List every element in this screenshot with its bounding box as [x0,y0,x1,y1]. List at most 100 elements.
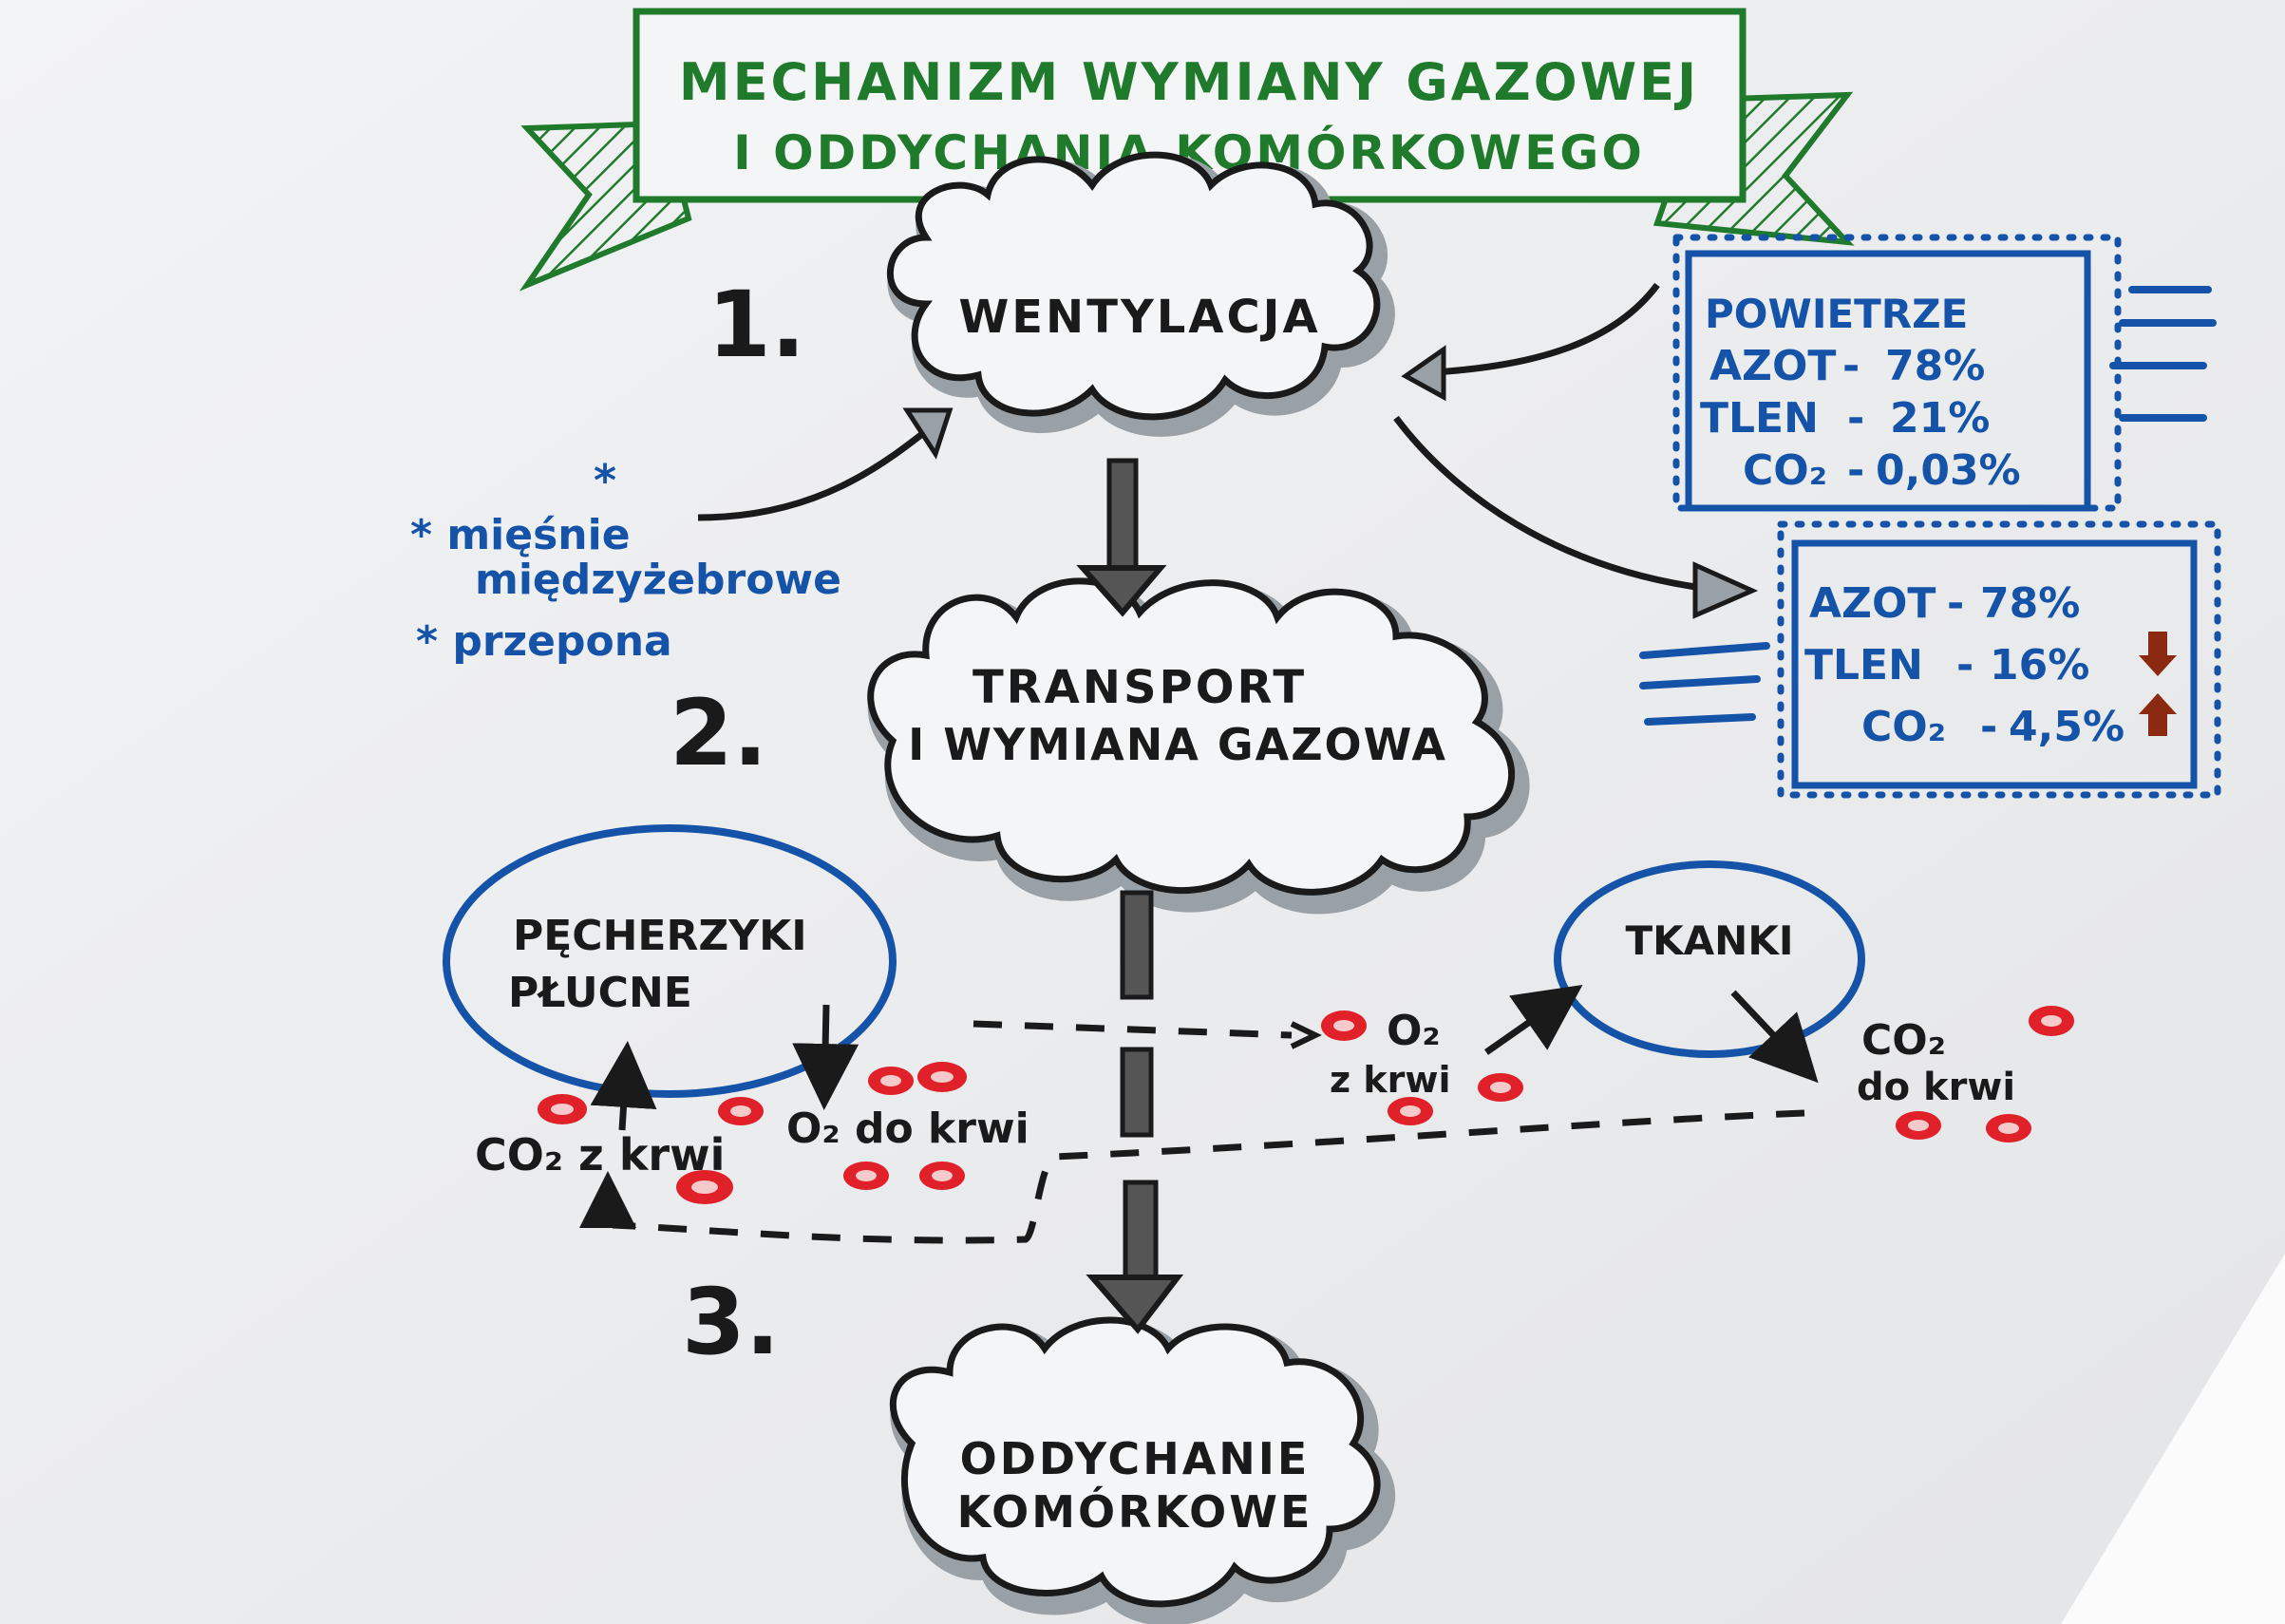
exhaled-air-frame [1791,539,2198,789]
inhaled-air-heading: POWIETRZE [1705,291,1968,337]
o2-to-tissues-arrow [1483,984,1583,1055]
ventilation-to-exhaled-arrow-head [1692,561,1759,619]
alveoli-circle [443,824,897,1098]
blood-cell-icon [1896,1111,1941,1140]
flow-arrow-2-3-segment-b [1120,1047,1154,1138]
inhaled-air-value-co2: 0,03% [1876,446,2021,495]
cloud-oddychanie-label-2: KOMÓRKOWE [957,1486,1313,1538]
cloud-wentylacja: WENTYLACJA [887,151,1395,437]
o2-dashed-line [973,1020,1293,1039]
inhaled-air-dotted-frame [1672,234,2122,512]
cloud-transport-outline [867,577,1515,896]
inhaled-air-box: POWIETRZE AZOT - 78% TLEN - 21% CO₂ - 0,… [1401,234,2217,512]
tissues-circle [1554,860,1865,1058]
cloud-oddychanie-outline [889,1316,1381,1608]
inhaled-air-label-oxygen: TLEN [1700,394,1819,443]
muscles-arrow-head [902,407,954,460]
inhaled-air-frame [1685,250,2091,512]
flow-arrow-2-3 [1086,890,1184,1334]
muscles-list: * * mięśnie międzyżebrowe * przepona [410,407,954,666]
exhaled-air-value-co2: 4,5% [2009,703,2124,751]
cloud-transport-label-2: I WYMIANA GAZOWA [908,719,1447,770]
o2-down-arrow [792,1004,859,1110]
dashed-flow-lines [612,1020,1805,1244]
muscles-item-2: * przepona [416,617,672,666]
exhaled-air-dash-nitrogen: - [1947,579,1964,628]
blood-cell-icon [868,1067,914,1095]
blood-cell-icon [2029,1006,2074,1036]
blood-cell-icon [1321,1010,1367,1041]
step-number-1: 1. [708,272,805,378]
blood-cell-icon [917,1062,967,1092]
tissues-group: TKANKI O₂ z krwi CO₂ do krwi [1330,860,2015,1109]
muscles-to-ventilation-arrow [697,417,943,521]
tissues-to-co2-arrow [1730,990,1819,1084]
exhaled-air-box: AZOT - 78% TLEN - 16% CO₂ - 4,5% [1393,415,2221,799]
blood-cell-icon [1388,1097,1433,1125]
air-to-ventilation-arrow-head [1401,345,1446,402]
inhaled-air-value-nitrogen: 78% [1885,342,1985,390]
muscles-item-1-line-1: * mięśnie [410,511,631,559]
alveoli-o2-text: O₂ do krwi [786,1105,1029,1153]
co2-increase-arrow-icon [2139,693,2177,736]
muscles-star: * [594,455,616,506]
o2-dashed-arrow-head [1290,1021,1322,1049]
inhaled-air-label-nitrogen: AZOT [1709,342,1836,390]
cloud-transport: TRANSPORT I WYMIANA GAZOWA [867,577,1530,915]
blood-cell-icon [718,1097,764,1125]
air-to-ventilation-arrow [1433,282,1660,376]
co2-dashed-line [612,1109,1805,1244]
exhaled-air-dotted-frame [1777,520,2221,799]
exhaled-air-dash-oxygen: - [1956,641,1973,689]
cloud-transport-label-1: TRANSPORT [973,661,1307,714]
flow-arrow-2-3-segment-c [1123,1180,1159,1280]
blood-cell-icon [1478,1073,1523,1102]
flow-arrow-2-3-head [1086,1275,1184,1334]
exhaled-air-motion-lines [1639,642,1770,726]
blood-cell-icon [1986,1114,2031,1142]
blood-cell-icon [538,1094,587,1124]
exhaled-air-value-nitrogen: 78% [1980,579,2080,628]
blood-cell-icon [843,1161,889,1190]
tissues-co2-text-1: CO₂ [1861,1016,1946,1065]
exhaled-air-label-nitrogen: AZOT [1809,579,1936,628]
tissues-o2-text-2: z krwi [1330,1059,1451,1101]
ventilation-to-exhaled-arrow [1393,415,1710,593]
exhaled-air-value-oxygen: 16% [1990,641,2089,689]
exhaled-air-label-co2: CO₂ [1861,703,1946,751]
tissues-co2-text-2: do krwi [1857,1066,2015,1109]
cloud-oddychanie: ODDYCHANIE KOMÓRKOWE [889,1316,1396,1624]
blood-cell-icon [676,1170,733,1204]
step-number-2: 2. [670,680,767,786]
alveoli-label-1: PĘCHERZYKI [513,912,807,960]
co2-up-arrow [590,1041,657,1131]
alveoli-co2-text: CO₂ z krwi [475,1129,725,1180]
blood-cell-icon [919,1161,965,1190]
tissues-o2-text-1: O₂ [1387,1007,1441,1055]
cloud-wentylacja-outline [887,151,1381,421]
inhaled-air-dash-nitrogen: - [1842,342,1860,390]
paper-corner [2061,1254,2285,1624]
step-number-3: 3. [682,1269,780,1375]
oxygen-decrease-arrow-icon [2139,632,2177,676]
muscles-item-1-line-2: międzyżebrowe [475,556,841,604]
red-blood-cells [538,1006,2074,1204]
flow-arrow-2-3-segment-a [1120,890,1154,1000]
title-line-1: MECHANIZM WYMIANY GAZOWEJ [679,52,1699,112]
flow-arrow-1-2 [1076,458,1167,617]
inhaled-air-dash-oxygen: - [1847,394,1864,443]
cloud-wentylacja-label: WENTYLACJA [958,291,1320,344]
flow-arrow-1-2-head [1076,565,1167,617]
inhaled-air-label-co2: CO₂ [1743,446,1827,495]
alveoli-group: PĘCHERZYKI PŁUCNE CO₂ z krwi O₂ do krwi [443,824,1029,1180]
alveoli-label-2: PŁUCNE [508,969,692,1017]
exhaled-air-dash-co2: - [1980,703,1997,751]
cloud-oddychanie-label-1: ODDYCHANIE [960,1433,1311,1484]
tissues-label: TKANKI [1625,917,1793,964]
exhaled-air-label-oxygen: TLEN [1804,641,1923,689]
inhaled-air-dash-co2: - [1847,446,1864,495]
inhaled-air-motion-lines [2109,286,2217,422]
inhaled-air-value-oxygen: 21% [1890,394,1990,443]
